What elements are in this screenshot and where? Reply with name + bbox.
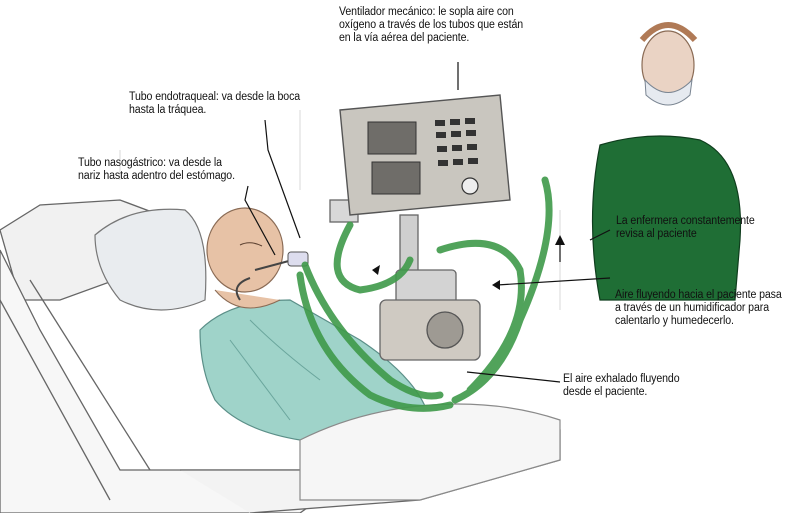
nurse <box>593 25 741 300</box>
patient-head <box>207 208 283 308</box>
ventilator-screen-bottom <box>372 162 420 194</box>
label-nurse: La enfermera constantemente revisa al pa… <box>616 215 755 241</box>
label-exhaled-air: El aire exhalado fluyendo desde el pacie… <box>563 373 680 399</box>
label-air-to-patient: Aire fluyendo hacia el paciente pasa a t… <box>615 289 782 328</box>
ventilator-dial <box>462 178 478 194</box>
ventilator-screen-top <box>368 122 416 154</box>
pillow <box>95 209 206 310</box>
label-endotracheal-tube: Tubo endotraqueal: va desde la boca hast… <box>129 91 300 117</box>
label-ventilator: Ventilador mecánico: le sopla aire con o… <box>339 6 523 45</box>
label-nasogastric-tube: Tubo nasogástrico: va desde la nariz has… <box>78 157 235 183</box>
ventilator-machine <box>340 95 510 215</box>
